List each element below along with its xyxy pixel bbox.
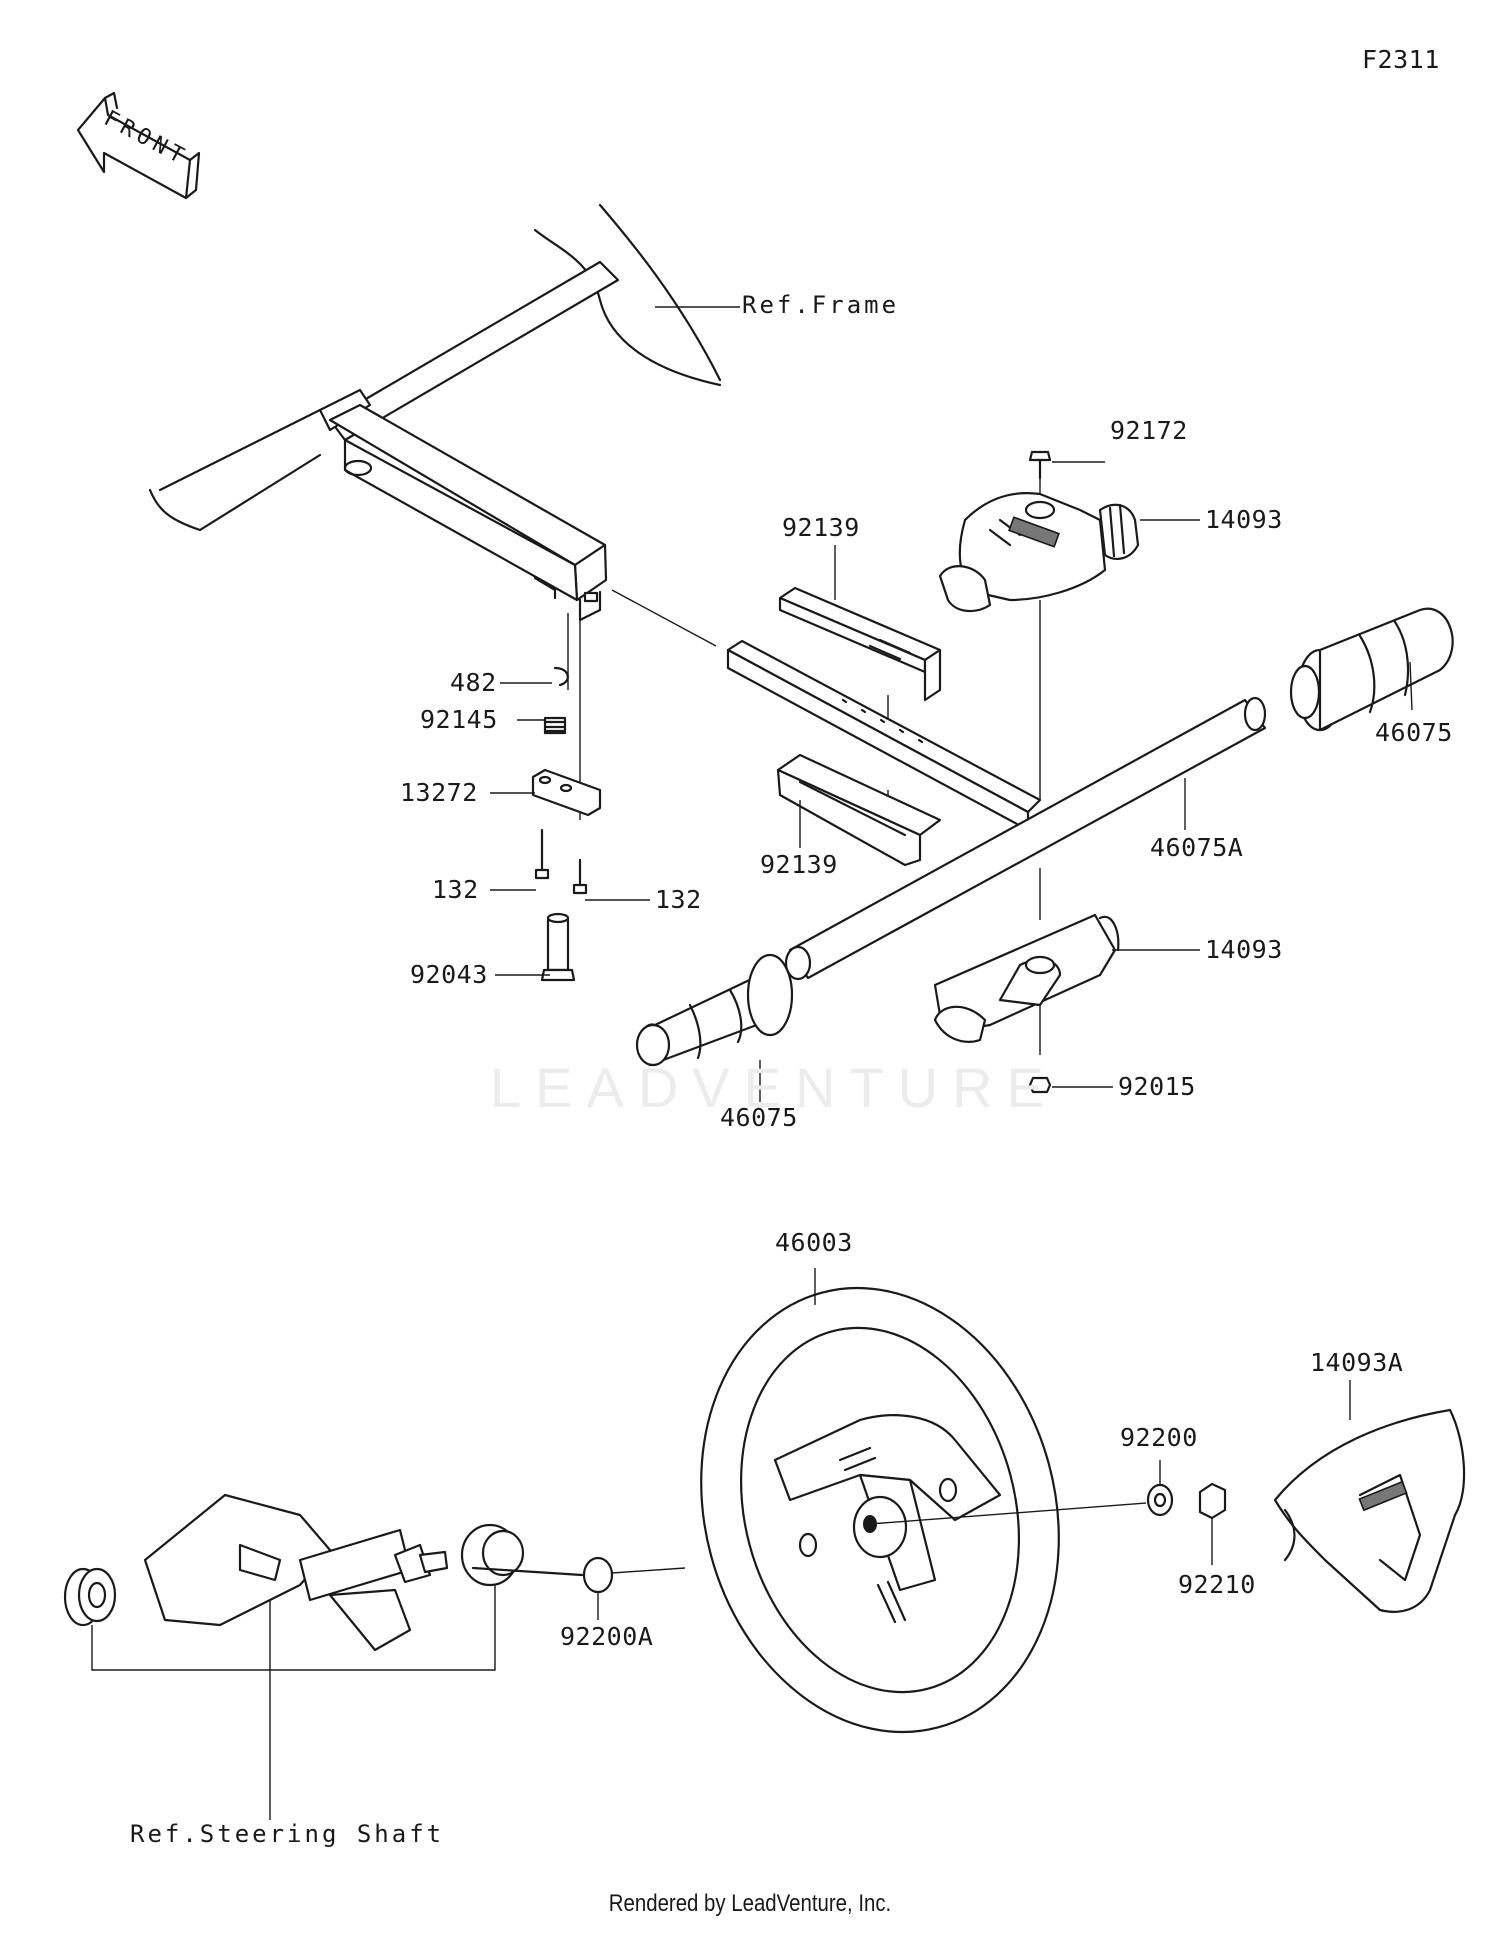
label-leader-lines [490, 306, 1413, 1305]
part-label-14093-top[interactable]: 14093 [1205, 505, 1283, 534]
handlebar-tube-46075A-icon [726, 639, 1267, 981]
part-label-14093-bottom[interactable]: 14093 [1205, 935, 1283, 964]
part-label-13272[interactable]: 13272 [400, 778, 478, 807]
watermark: LEADVENTURE [490, 1056, 1058, 1119]
pin-92043-icon [540, 912, 576, 982]
part-label-92200A[interactable]: 92200A [560, 1622, 654, 1651]
assembly-center-lines [567, 460, 1041, 1055]
front-direction-arrow-icon [76, 91, 201, 200]
washer-92200A-icon [582, 1556, 686, 1620]
part-label-92210[interactable]: 92210 [1178, 1570, 1256, 1599]
nut-92210-icon [1198, 1482, 1227, 1565]
steering-wheel-46003-icon [700, 1286, 1060, 1734]
nut-92015-icon [1028, 1076, 1052, 1094]
footer-credit: Rendered by LeadVenture, Inc. [608, 1890, 892, 1917]
ref-frame-label: Ref.Frame [742, 291, 900, 319]
part-label-132-right[interactable]: 132 [655, 885, 702, 914]
upper-clamp-92139-icon [778, 586, 942, 702]
lower-switch-cover-14093-icon [933, 913, 1120, 1043]
washer-92200-icon [869, 1460, 1174, 1525]
lower-clamp-92139-icon [776, 753, 942, 867]
part-label-92139-top[interactable]: 92139 [782, 513, 860, 542]
part-label-46003[interactable]: 46003 [775, 1228, 853, 1257]
lock-plate-13272-icon [531, 666, 602, 817]
upper-switch-cover-14093-icon [938, 492, 1140, 613]
part-label-92015[interactable]: 92015 [1118, 1072, 1196, 1101]
steering-shaft-reference-sketch [63, 1493, 584, 1820]
part-label-132-left[interactable]: 132 [432, 875, 479, 904]
frame-reference-sketch [148, 203, 722, 622]
part-label-92043[interactable]: 92043 [410, 960, 488, 989]
part-label-92139-bottom[interactable]: 92139 [760, 850, 838, 879]
bolt-132-pair-icon [534, 828, 588, 895]
ref-steering-shaft-label: Ref.Steering Shaft [130, 1820, 445, 1848]
part-label-46075-left[interactable]: 46075 [720, 1103, 798, 1132]
part-label-14093A[interactable]: 14093A [1310, 1348, 1404, 1377]
screw-92172-icon [1028, 450, 1052, 480]
part-label-46075A[interactable]: 46075A [1150, 833, 1244, 862]
diagram-code: F2311 [1362, 45, 1440, 74]
part-label-92200[interactable]: 92200 [1120, 1423, 1198, 1452]
right-grip-46075-icon [1289, 607, 1454, 732]
part-label-46075-right[interactable]: 46075 [1375, 718, 1453, 747]
part-label-482[interactable]: 482 [450, 668, 497, 697]
part-label-92145[interactable]: 92145 [420, 705, 498, 734]
part-label-92172[interactable]: 92172 [1110, 416, 1188, 445]
left-grip-46075-icon [635, 953, 794, 1067]
horn-pad-14093A-icon [1273, 1380, 1466, 1613]
